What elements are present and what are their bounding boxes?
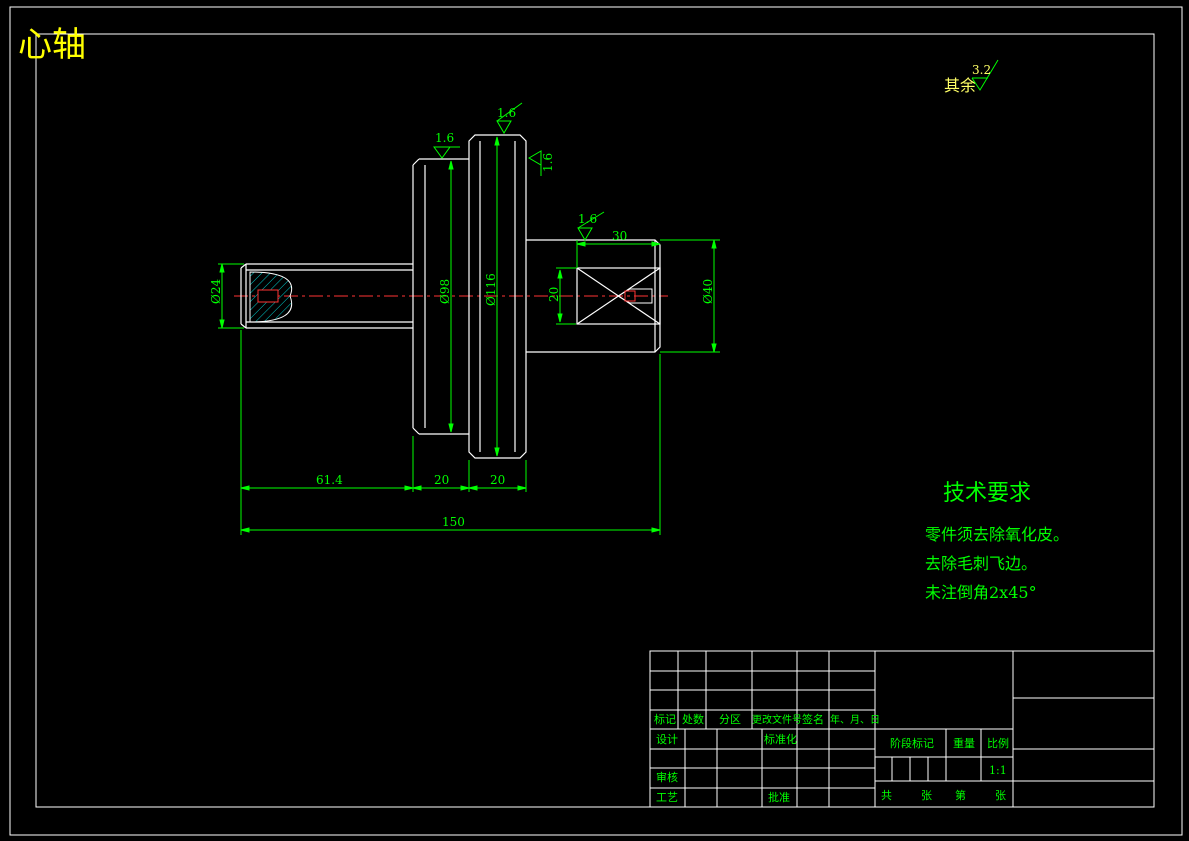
title-block <box>649 650 1155 808</box>
general-roughness: 其余 3.2 <box>944 59 999 95</box>
inner-border <box>35 33 1155 808</box>
dimension-lines <box>218 136 720 535</box>
tech-requirements: 技术要求 零件须去除氧化皮。 去除毛刺飞边。 未注倒角2x45° <box>925 481 1069 602</box>
dim-len20a: 20 <box>434 473 449 487</box>
tech-req-item-3: 未注倒角2x45° <box>925 583 1037 602</box>
tb-process: 工艺 <box>656 791 678 804</box>
tech-req-item-2: 去除毛刺飞边。 <box>925 554 1037 573</box>
dim-d98: Ø98 <box>438 279 452 304</box>
tb-page-unit: 张 <box>995 789 1006 802</box>
roughness-mark-4: 1.6 <box>578 212 597 226</box>
dim-len150: 150 <box>442 515 465 529</box>
dim-d40: Ø40 <box>701 279 715 304</box>
dim-d116: Ø116 <box>484 273 498 306</box>
roughness-mark-2: 1.6 <box>497 106 516 120</box>
roughness-value: 3.2 <box>972 63 991 77</box>
tb-scale-label: 比例 <box>987 736 1009 750</box>
right-center-hole <box>617 288 653 304</box>
tb-scale: 1:1 <box>989 764 1007 777</box>
roughness-symbol-icon <box>971 59 999 91</box>
tb-header-0: 标记 <box>654 712 676 726</box>
title-block-text: 标记 处数 分区 更改文件号 签名 年、月、日 设计 标准化 审核 工艺 批准 … <box>654 712 1009 804</box>
dim-len20b: 20 <box>490 473 505 487</box>
dim-h20: 20 <box>547 287 561 302</box>
dim-len30: 30 <box>612 229 627 243</box>
outer-border <box>9 6 1183 836</box>
tb-header-4: 签名 <box>802 712 824 726</box>
tb-review: 审核 <box>656 770 678 784</box>
tb-header-1: 处数 <box>682 713 704 726</box>
tb-page: 第 <box>955 788 966 802</box>
tech-req-item-1: 零件须去除氧化皮。 <box>925 525 1069 544</box>
tb-total: 共 <box>881 789 892 802</box>
tb-design: 设计 <box>656 733 678 746</box>
tb-sheets: 张 <box>921 789 932 802</box>
tb-weight: 重量 <box>953 736 975 750</box>
tech-req-heading: 技术要求 <box>943 481 1031 506</box>
roughness-prefix: 其余 <box>944 76 976 95</box>
roughness-marks <box>433 102 605 241</box>
tb-stage: 阶段标记 <box>890 736 934 750</box>
dim-d24: Ø24 <box>209 279 223 304</box>
tb-standard: 标准化 <box>764 732 797 746</box>
dimension-texts: Ø24 Ø98 Ø116 20 Ø40 30 61.4 20 20 150 <box>209 229 715 529</box>
tb-header-5: 年、月、日 <box>830 713 880 726</box>
left-center-hole <box>249 271 292 323</box>
tb-approve: 批准 <box>768 790 790 804</box>
dim-len61: 61.4 <box>316 473 343 487</box>
tb-header-3: 更改文件号 <box>752 713 802 726</box>
roughness-mark-1: 1.6 <box>435 131 454 145</box>
drawing-title: 心轴 <box>18 25 86 65</box>
roughness-mark-3: 1.6 <box>541 153 555 172</box>
tb-header-2: 分区 <box>719 713 741 726</box>
